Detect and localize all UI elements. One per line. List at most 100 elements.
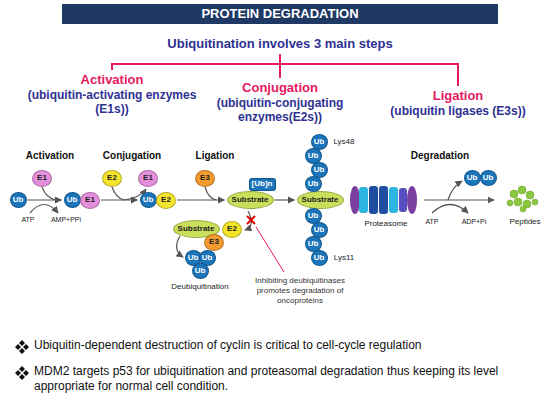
peptide-dot [526, 191, 534, 199]
proteasome-cap [407, 186, 417, 214]
enzyme-oval: E2 [222, 221, 242, 238]
node-label: E1 [143, 174, 153, 182]
node-label: E2 [227, 225, 237, 233]
reaction-arrow [28, 199, 62, 200]
proteasome-ring [379, 186, 388, 214]
node-label: [Ub]n [252, 180, 273, 188]
part-label: Peptides [509, 217, 540, 227]
ubiquitin-circle: Ub [140, 192, 157, 208]
proteasome-ring [369, 186, 378, 214]
node-label: Ub [467, 174, 478, 182]
chain-tag: [Ub]n [249, 178, 276, 191]
bullet-text: Ubiquitin-dependent destruction of cycli… [34, 338, 549, 353]
reaction-arrow [101, 199, 138, 200]
subtitle: Ubiquitination involves 3 main steps [120, 36, 440, 52]
ubiquitin-circle: Ub [480, 170, 497, 186]
node-label: Ub [308, 212, 319, 220]
enzyme-oval: E1 [32, 170, 52, 187]
ubiquitin-circle: Ub [192, 263, 209, 279]
ubiquitin-circle: Ub [10, 192, 27, 208]
linkage-label: Lys11 [334, 253, 354, 263]
step-heading: Conjugation(ubiquitin-conjugating enzyme… [200, 80, 360, 124]
stage-label: Conjugation [103, 150, 161, 163]
process-label: Deubiquitination [171, 282, 228, 292]
stage-label: Ligation [196, 150, 235, 163]
step-heading: Ligation(ubiquitin ligases (E3s)) [368, 88, 548, 118]
node-label: Ub [202, 254, 213, 262]
step-title: Ligation [368, 88, 548, 104]
enzyme-oval: E3 [204, 234, 224, 251]
step-title: Conjugation [200, 80, 360, 96]
bracket-line [112, 55, 280, 70]
node-label: Ub [13, 196, 24, 204]
node-label: E2 [161, 196, 171, 204]
enzyme-joining-curve [42, 187, 56, 200]
inhibition-cross [247, 216, 255, 224]
step-text: (ubiquitin ligases (E3s)) [368, 104, 548, 118]
peptide-dot [507, 200, 513, 206]
leader-line [256, 227, 284, 272]
node-label: Ub [308, 180, 319, 188]
reaction-arrow [275, 199, 295, 200]
enzyme-joining-curve [205, 187, 216, 200]
enzyme-oval: E1 [138, 170, 158, 187]
ubiquitin-release-arrow [177, 236, 183, 257]
enzyme-oval: E3 [195, 170, 215, 187]
title-band: PROTEIN DEGRADATION [62, 4, 498, 24]
peptide-dot [520, 206, 526, 212]
enzyme-oval: E2 [156, 192, 176, 209]
part-label: Proteasome [364, 219, 407, 229]
reagent-label: ADP+Pi [462, 218, 487, 227]
reaction-arrow [177, 199, 225, 200]
step-title: Activation [27, 72, 197, 88]
title-text: PROTEIN DEGRADATION [201, 6, 358, 21]
proteasome-ring [389, 187, 398, 213]
node-label: Ub [314, 166, 325, 174]
step-text: Ubiquitination involves 3 main steps [120, 36, 440, 52]
peptide-dot [514, 198, 522, 206]
ubiquitin-circle: Ub [311, 250, 328, 266]
node-label: Ub [67, 196, 78, 204]
node-label: Substrate [302, 196, 339, 204]
step-text: (ubiquitin-activating enzymes (E1s)) [27, 88, 197, 117]
reagent-label: ATP [21, 216, 34, 225]
ubiquitin-circle: Ub [64, 192, 81, 208]
node-label: Ub [483, 174, 494, 182]
node-label: Substrate [232, 196, 269, 204]
node-label: Ub [314, 138, 325, 146]
node-label: E2 [107, 174, 117, 182]
enzyme-oval: E2 [102, 170, 122, 187]
node-label: Ub [308, 152, 319, 160]
peptide-dot [518, 186, 526, 194]
peptide-dot [510, 190, 518, 198]
proteasome-ring [399, 188, 407, 212]
node-label: E1 [85, 196, 95, 204]
node-label: Ub [195, 267, 206, 275]
bullet-symbol [15, 340, 29, 380]
atp-curve [30, 205, 58, 214]
enzyme-oval: E1 [80, 192, 100, 209]
bullet-text: MDM2 targets p53 for ubiquitination and … [34, 364, 549, 394]
node-label: E3 [209, 238, 219, 246]
node-label: Ub [314, 226, 325, 234]
inhibition-cross [247, 216, 255, 224]
atp-curve [432, 205, 468, 214]
ubiquitin-release-arrow [448, 181, 462, 200]
node-label: Substrate [178, 225, 215, 233]
reagent-label: AMP+PPi [51, 216, 81, 225]
node-label: Ub [143, 196, 154, 204]
stage-label: Degradation [411, 150, 469, 163]
node-label: Ub [308, 240, 319, 248]
proteasome-ring [359, 187, 368, 213]
node-label: Ub [188, 254, 199, 262]
node-label: E3 [200, 174, 210, 182]
ubiquitin-circle: Ub [305, 176, 322, 192]
bullet-diamonds [15, 366, 29, 380]
callout-note: Inhibiting deubiquitinases promotes degr… [244, 276, 356, 306]
proteasome-symbol [350, 186, 417, 214]
step-heading: Activation(ubiquitin-activating enzymes … [27, 72, 197, 116]
